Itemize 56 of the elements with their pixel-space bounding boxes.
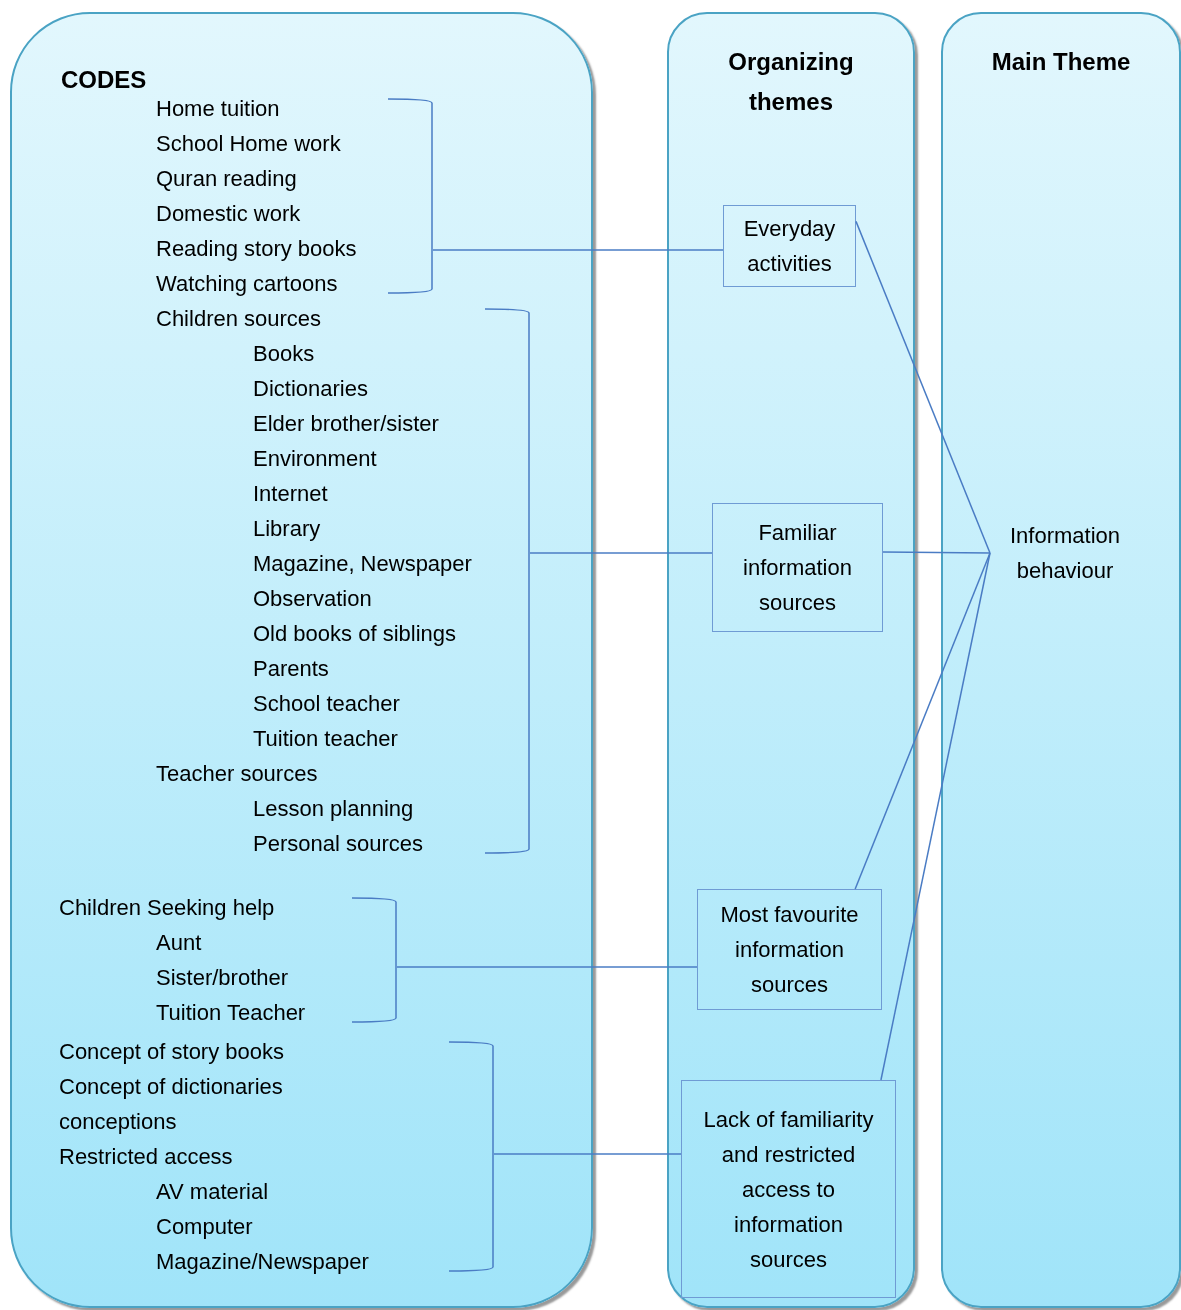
code-text: Teacher sources <box>156 760 318 788</box>
code-text: Tuition teacher <box>253 725 398 753</box>
theme-label: Everyday activities <box>742 215 837 278</box>
code-text: Tuition Teacher <box>156 999 306 1027</box>
code-text: Personal sources <box>253 830 423 858</box>
theme-box <box>681 1080 896 1298</box>
code-text: Computer <box>156 1213 253 1241</box>
connector-line <box>529 552 713 554</box>
connector-line <box>855 220 991 554</box>
theme-label: Familiar information sources <box>742 519 853 617</box>
code-text: Watching cartoons <box>156 270 338 298</box>
column-panel <box>941 12 1181 1308</box>
column-panel <box>10 12 593 1308</box>
code-text: Restricted access <box>59 1143 233 1171</box>
code-text: Reading story books <box>156 235 357 263</box>
column-heading: CODES <box>61 65 147 95</box>
code-text: Parents <box>253 655 329 683</box>
column-heading: Organizing themes <box>727 47 855 117</box>
code-text: Magazine, Newspaper <box>253 550 472 578</box>
code-text: Old books of siblings <box>253 620 456 648</box>
code-text: Children sources <box>156 305 322 333</box>
theme-box <box>697 889 882 1010</box>
theme-box <box>723 205 856 287</box>
column-panel <box>667 12 915 1308</box>
code-text: Internet <box>253 480 328 508</box>
code-text: Books <box>253 340 315 368</box>
theme-box <box>712 503 883 632</box>
connector-line <box>882 551 991 554</box>
connector-line <box>854 552 991 890</box>
connector-line <box>396 966 698 968</box>
code-text: Dictionaries <box>253 375 368 403</box>
connector-line <box>493 1153 682 1155</box>
code-text: Elder brother/sister <box>253 410 439 438</box>
code-text: Library <box>253 515 321 543</box>
theme-label: Most favourite information sources <box>719 901 860 999</box>
column-heading: Main Theme <box>990 47 1132 77</box>
code-text: Environment <box>253 445 377 473</box>
code-text: AV material <box>156 1178 269 1206</box>
code-text: Lesson planning <box>253 795 414 823</box>
connector-line <box>880 552 991 1081</box>
theme-label: Lack of familiarity and restricted access to information sources <box>702 1105 875 1274</box>
code-text: Magazine/Newspaper <box>156 1248 369 1276</box>
code-text: School Home work <box>156 130 341 158</box>
code-text: Home tuition <box>156 95 280 123</box>
main-theme-label: Information behaviour <box>1008 522 1122 585</box>
connector-line <box>432 249 724 251</box>
code-text: Concept of dictionaries <box>59 1073 283 1101</box>
code-text: Children Seeking help <box>59 894 275 922</box>
code-text: Observation <box>253 585 372 613</box>
code-text: School teacher <box>253 690 400 718</box>
code-text: Domestic work <box>156 200 301 228</box>
code-text: Aunt <box>156 929 202 957</box>
code-text: Sister/brother <box>156 964 289 992</box>
code-text: Concept of story books <box>59 1038 284 1066</box>
code-text: Quran reading <box>156 165 297 193</box>
code-text: conceptions <box>59 1108 177 1136</box>
